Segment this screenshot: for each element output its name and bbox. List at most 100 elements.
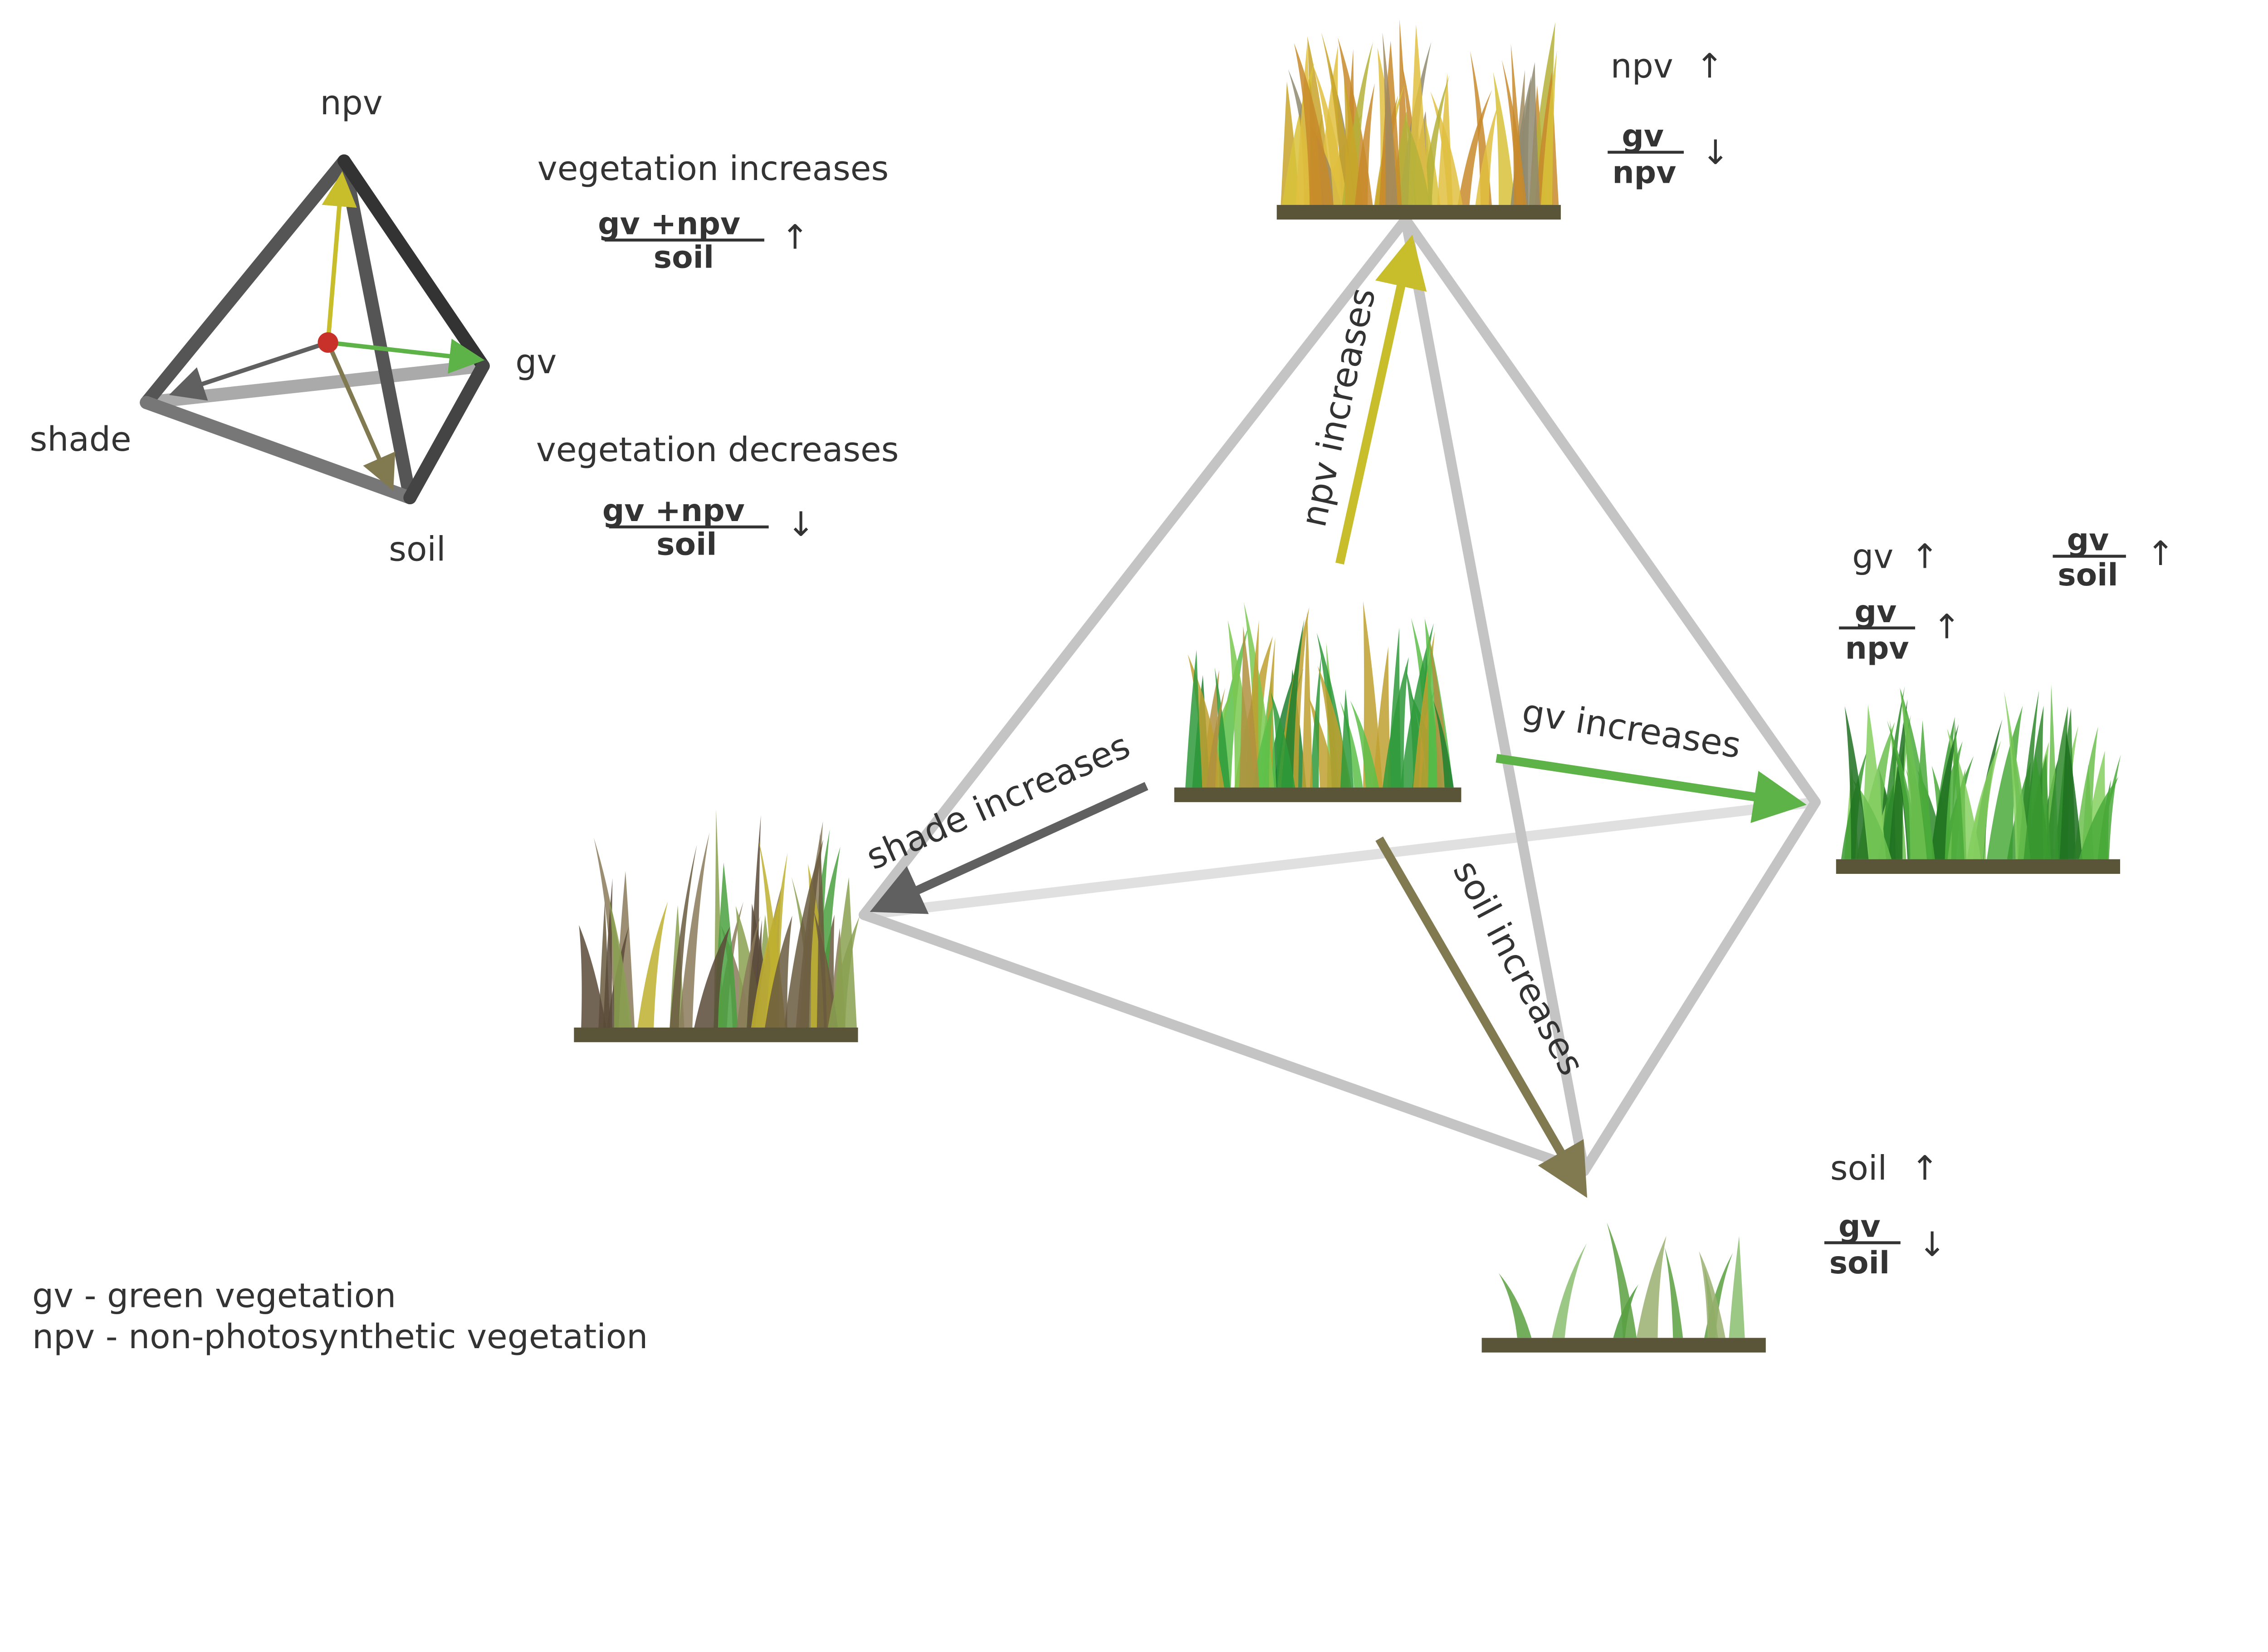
gv-label: gv — [1852, 536, 1893, 576]
soil-label: soil — [1830, 1149, 1887, 1188]
npv-increases-arrow — [1335, 234, 1427, 565]
grass-patch-center — [1174, 601, 1461, 802]
up-arrow-icon: ↑ — [1933, 607, 1961, 646]
vegetation-increases-title: vegetation increases — [538, 149, 889, 188]
grass-blade — [1540, 50, 1557, 205]
grass-blade — [1302, 611, 1313, 788]
grass-blade — [1844, 706, 1869, 859]
grass-blade — [1400, 623, 1434, 788]
down-arrow-icon: ↓ — [787, 504, 815, 544]
edge-npv-soil — [1400, 214, 1589, 1176]
grass-blade — [694, 926, 730, 1028]
spectral-mixture-diagram: npv gv shade soil vegetation increases g… — [30, 19, 2175, 1356]
grass-blade — [637, 901, 668, 1028]
edge-npv-shade — [140, 154, 351, 409]
grass-blade — [1501, 59, 1527, 205]
grass-blade — [1271, 692, 1295, 788]
grass-blade — [813, 910, 838, 1028]
grass-blade — [1987, 706, 2023, 859]
up-arrow-icon: ↑ — [781, 218, 809, 257]
grass-blade — [2079, 777, 2119, 859]
grass-blade — [1880, 686, 1905, 859]
edge-gv-soil — [403, 359, 490, 505]
vegetation-increases-block: vegetation increases gv +npv soil ↑ — [538, 149, 889, 275]
grass-blade — [765, 916, 792, 1028]
down-arrow-icon: ↓ — [1701, 133, 1730, 172]
ratio-numerator: gv — [2067, 522, 2109, 558]
npv-label: npv — [1611, 46, 1673, 86]
soil-ground-strip — [1174, 787, 1461, 802]
grass-blade — [1433, 700, 1454, 788]
grass-blade — [1664, 1247, 1683, 1338]
edge-shade-soil — [859, 910, 1589, 1176]
grass-blade — [1382, 32, 1398, 205]
vertex-label-soil: soil — [389, 529, 445, 569]
grass-blade — [609, 899, 632, 1028]
small-soil-arrow — [326, 341, 396, 491]
edge-shade-gv — [859, 797, 1821, 920]
grass-blade — [1699, 1251, 1725, 1338]
vegetation-decreases-title: vegetation decreases — [536, 430, 899, 469]
npv-corner-indicators: npv ↑ gv npv ↓ — [1608, 46, 1730, 190]
ratio-denominator: npv — [1845, 630, 1909, 666]
ratio-denominator: soil — [2058, 557, 2118, 593]
grass-blade — [1404, 115, 1431, 205]
small-tetrahedron: npv gv shade soil — [30, 83, 557, 569]
small-gv-arrow — [327, 338, 485, 374]
grass-blade — [1354, 83, 1375, 205]
grass-blade — [1493, 72, 1515, 205]
soil-increases-arrow — [1375, 836, 1588, 1198]
small-npv-arrow — [322, 171, 357, 343]
grass-blade — [1888, 699, 1908, 859]
gv-corner-indicators: gv ↑ gv npv ↑ gv soil ↑ — [1839, 522, 2175, 666]
vertex-label-npv: npv — [320, 83, 383, 122]
grass-blade — [736, 916, 761, 1028]
down-arrow-icon: ↓ — [1918, 1225, 1946, 1264]
grass-blade — [2099, 755, 2121, 859]
grass-patch-npv — [1276, 19, 1561, 220]
ratio-numerator: gv — [1838, 1209, 1881, 1244]
edge-shade-soil — [140, 396, 417, 505]
up-arrow-icon: ↑ — [1911, 536, 1939, 576]
shade-increases-arrow — [870, 782, 1149, 914]
grass-blade — [679, 833, 710, 1028]
up-arrow-icon: ↑ — [1911, 1149, 1939, 1188]
fraction-numerator: gv +npv — [598, 205, 740, 241]
grass-blade — [1900, 687, 1927, 859]
grass-blade — [1852, 779, 1892, 859]
soil-ground-strip — [1836, 859, 2120, 874]
gv-increases-label: gv increases — [1519, 692, 1744, 766]
grass-blade — [1344, 77, 1363, 205]
large-tetrahedron — [859, 214, 1821, 1176]
ratio-numerator: gv — [1622, 118, 1664, 154]
vertex-label-gv: gv — [515, 342, 557, 381]
grass-blade — [579, 925, 606, 1028]
up-arrow-icon: ↑ — [1696, 46, 1724, 86]
ratio-denominator: npv — [1612, 154, 1676, 190]
grass-blade — [1729, 1236, 1745, 1338]
grass-blade — [1951, 720, 1965, 859]
soil-ground-strip — [1481, 1338, 1766, 1353]
edge-gv-soil — [1579, 797, 1821, 1176]
grass-blade — [1340, 689, 1354, 788]
vegetation-decreases-block: vegetation decreases gv +npv soil ↓ — [536, 430, 899, 562]
edge-npv-gv — [1400, 214, 1821, 808]
grass-blade — [1383, 657, 1409, 788]
grass-blade — [1294, 43, 1334, 205]
soil-ground-strip — [1276, 205, 1561, 220]
gv-increases-arrow — [1496, 754, 1807, 823]
grass-blade — [765, 853, 788, 1028]
grass-blade — [603, 878, 613, 1028]
fraction-denominator: soil — [654, 239, 714, 275]
legend-gv: gv - green vegetation — [32, 1276, 396, 1315]
soil-corner-indicators: soil ↑ gv soil ↓ — [1824, 1149, 1946, 1281]
grass-blade — [1214, 667, 1230, 788]
grass-blade — [1437, 73, 1453, 205]
grass-patch-gv — [1836, 684, 2121, 874]
grass-blade — [1252, 702, 1274, 788]
grass-blade — [2073, 726, 2098, 859]
soil-ground-strip — [574, 1027, 858, 1043]
grass-blade — [2009, 727, 2031, 859]
grass-blade — [1350, 700, 1379, 788]
ratio-numerator: gv — [1855, 594, 1897, 629]
